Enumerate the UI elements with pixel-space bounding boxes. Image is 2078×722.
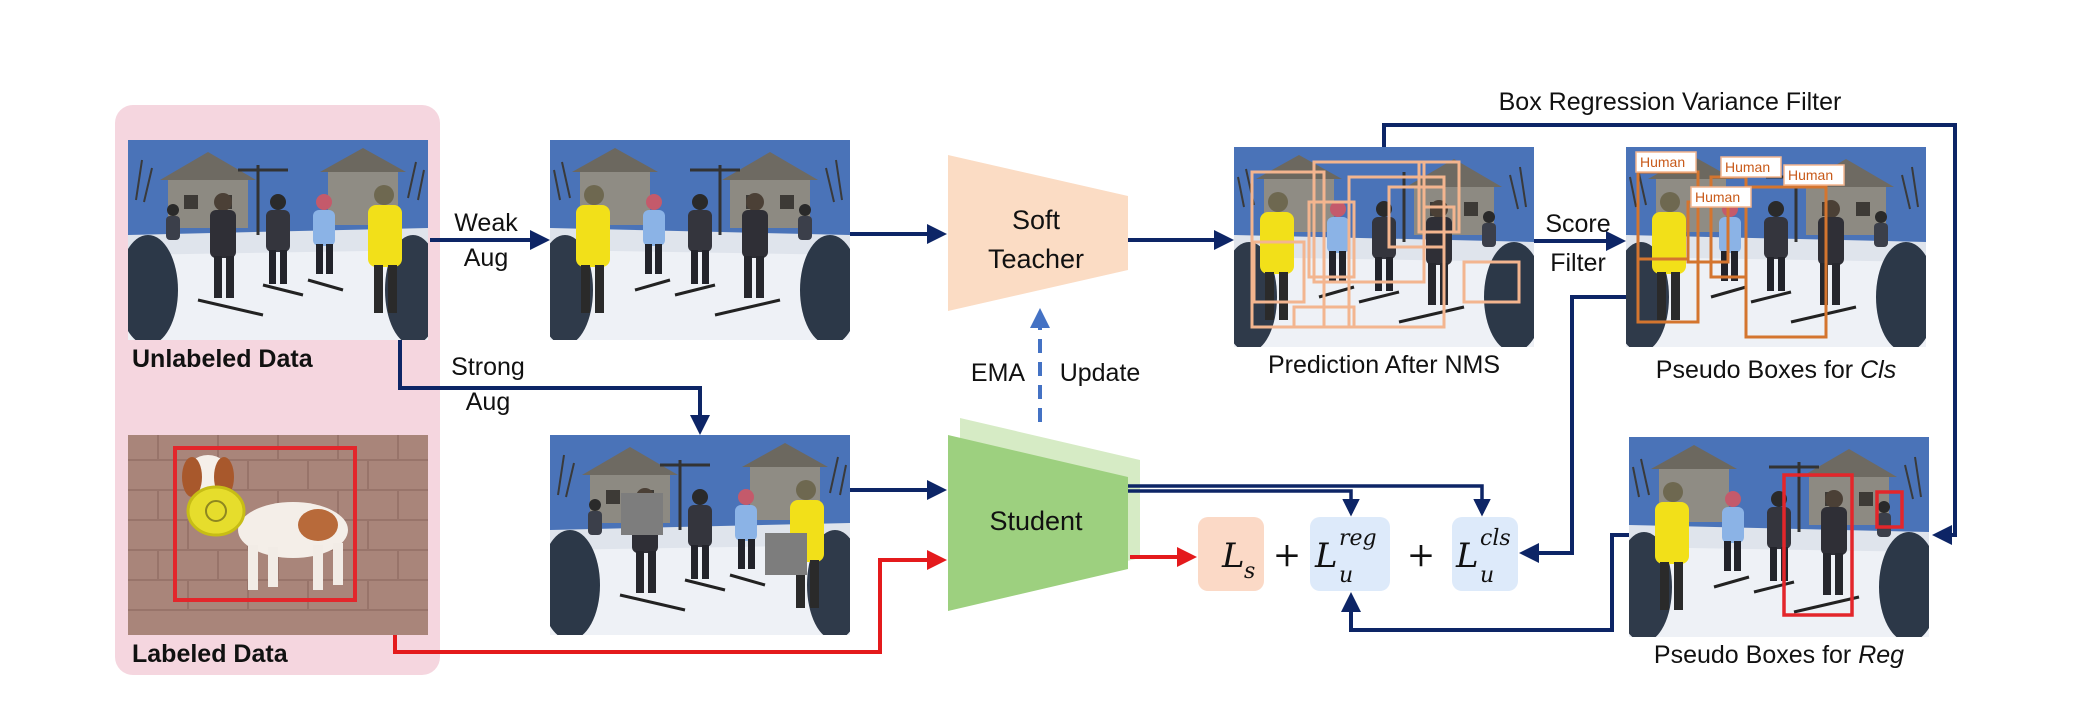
score-filter-label-2: Filter bbox=[1550, 249, 1606, 277]
prediction-after-nms-label: Prediction After NMS bbox=[1268, 351, 1500, 379]
lu-reg-loss-box bbox=[1310, 517, 1390, 591]
labeled-data-label: Labeled Data bbox=[132, 640, 289, 668]
unlabeled-image bbox=[128, 140, 428, 340]
pseudo-boxes-cls-label: Pseudo Boxes for Cls bbox=[1656, 356, 1896, 384]
strong-aug-image bbox=[550, 435, 850, 635]
pseudo-cls-image bbox=[1613, 147, 1936, 352]
box-regression-variance-filter-label: Box Regression Variance Filter bbox=[1499, 88, 1842, 116]
pseudo-reg-image bbox=[1616, 437, 1939, 642]
weak-aug-label-2: Aug bbox=[464, 244, 508, 272]
lu-reg-sub: u bbox=[1339, 563, 1353, 588]
pseudo-reg-to-lreg-arrow bbox=[1341, 533, 1629, 632]
student-label: Student bbox=[989, 506, 1083, 536]
soft-teacher-block bbox=[948, 155, 1128, 311]
lu-reg-main: L bbox=[1314, 536, 1338, 576]
cutout-patch-1 bbox=[621, 493, 663, 535]
score-filter-label-1: Score bbox=[1545, 210, 1610, 238]
plus-2: + bbox=[1407, 535, 1436, 575]
lu-cls-main: L bbox=[1455, 536, 1479, 576]
human-tag-4: Human bbox=[1788, 167, 1833, 183]
student-to-lreg-arrow bbox=[1128, 489, 1360, 517]
cutout-patch-2 bbox=[765, 533, 807, 575]
lu-cls-sub: u bbox=[1480, 563, 1494, 588]
ls-sub: s bbox=[1244, 559, 1255, 584]
lu-cls-sup: cls bbox=[1480, 526, 1511, 551]
human-tag-1: Human bbox=[1640, 154, 1685, 170]
weak-aug-label-1: Weak bbox=[454, 209, 518, 237]
pseudo-boxes-reg-label: Pseudo Boxes for Reg bbox=[1654, 641, 1904, 669]
human-tag-3: Human bbox=[1695, 189, 1740, 205]
student-to-lcls-arrow bbox=[1128, 484, 1491, 517]
plus-1: + bbox=[1273, 535, 1302, 575]
strong-aug-label-2: Aug bbox=[466, 388, 510, 416]
ls-loss-box bbox=[1198, 517, 1264, 591]
unlabeled-data-label: Unlabeled Data bbox=[132, 345, 314, 373]
labeled-gt-box bbox=[173, 446, 357, 602]
update-label: Update bbox=[1060, 359, 1141, 387]
strong-aug-label-1: Strong bbox=[451, 353, 525, 381]
prediction-image bbox=[1221, 147, 1544, 352]
ema-label: EMA bbox=[971, 359, 1026, 387]
labeled-to-student-arrow bbox=[393, 550, 947, 654]
soft-teacher-label-1: Soft bbox=[1012, 205, 1061, 235]
box-regression-variance-arrow bbox=[1382, 123, 1957, 545]
human-tag-2: Human bbox=[1725, 159, 1770, 175]
strong-aug-arrow bbox=[398, 340, 710, 435]
lu-reg-sup: reg bbox=[1339, 526, 1377, 551]
soft-teacher-label-2: Teacher bbox=[988, 244, 1084, 274]
lu-cls-loss-box bbox=[1452, 517, 1518, 591]
weak-aug-image bbox=[537, 140, 860, 345]
student-block bbox=[948, 435, 1128, 611]
ls-main: L bbox=[1221, 536, 1245, 576]
pseudo-cls-to-lcls-arrow bbox=[1519, 295, 1626, 563]
